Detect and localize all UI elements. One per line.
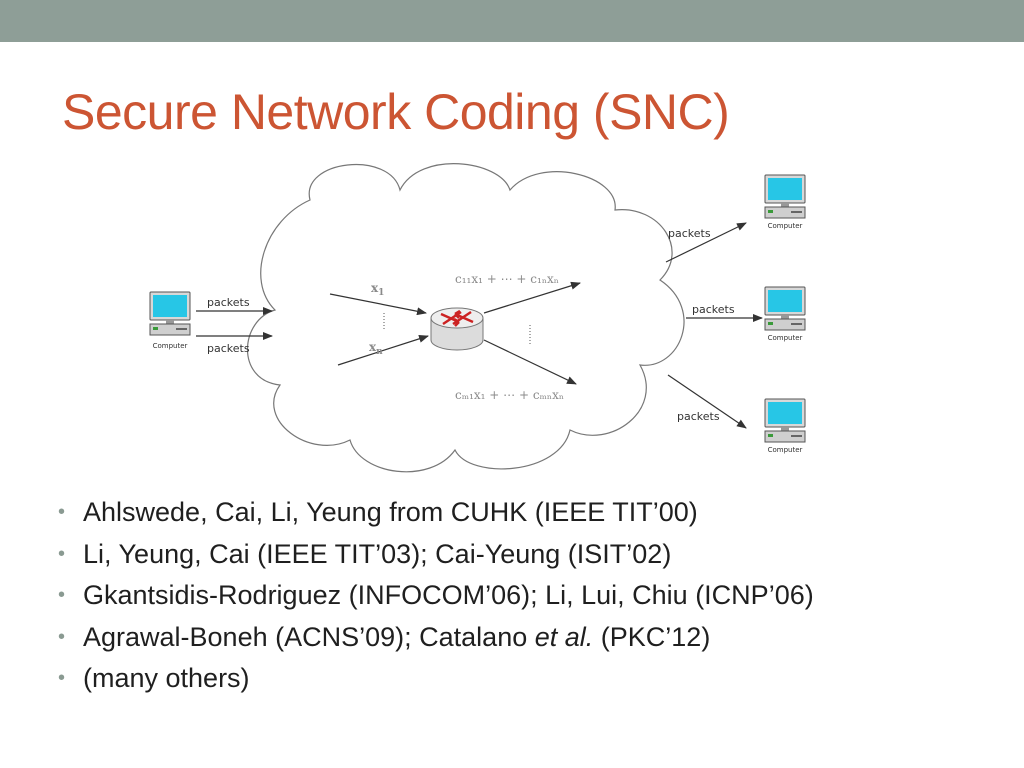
source-computer-label: Computer (153, 342, 188, 350)
source-computer: Computer (149, 291, 191, 350)
coded-arrow-bottom (483, 339, 577, 385)
reference-text-pre: Agrawal-Boneh (ACNS’09); Catalano (83, 621, 535, 652)
packets-label-right-top: packets (668, 227, 711, 240)
reference-text-italic: et al. (534, 621, 594, 652)
reference-item: • (many others) (58, 658, 814, 700)
bullet-marker: • (58, 625, 66, 648)
bullet-marker: • (58, 542, 66, 565)
reference-item: • Agrawal-Boneh (ACNS’09); Catalano et a… (58, 617, 814, 659)
receiver-computer-bottom-label: Computer (768, 446, 803, 454)
output-label-top: c₁₁x₁ + ⋯ + c₁ₙxₙ (455, 272, 559, 286)
output-label-bottom: cₘ₁x₁ + ⋯ + cₘₙxₙ (455, 388, 564, 402)
bullet-marker: • (58, 667, 66, 689)
x1-arrow (329, 293, 427, 316)
reference-text: Gkantsidis-Rodriguez (INFOCOM’06); Li, L… (83, 580, 814, 610)
reference-text: Li, Yeung, Cai (IEEE TIT’03); Cai-Yeung … (83, 538, 672, 569)
reference-item: • Ahlswede, Cai, Li, Yeung from CUHK (IE… (58, 492, 814, 534)
output-arrow-top (665, 222, 747, 263)
reference-text: (many others) (83, 663, 250, 693)
coded-arrow-top (483, 281, 581, 314)
router-icon (430, 307, 484, 351)
xn-arrow (337, 334, 429, 366)
reference-item: • Li, Yeung, Cai (IEEE TIT’03); Cai-Yeun… (58, 534, 814, 576)
input-label-xn: x (369, 340, 377, 354)
packets-label-right-bottom: packets (677, 410, 720, 423)
packets-label-left-top: packets (207, 296, 250, 309)
network-coding-diagram: Computer packets packets x1 xn c₁₁x₁ + ⋯… (149, 163, 806, 473)
input-subscript-1: 1 (378, 288, 384, 298)
packets-label-left-bottom: packets (207, 342, 250, 355)
input-label-x1: x (371, 281, 379, 295)
bullet-marker: • (58, 501, 66, 523)
svg-text:xn: xn (369, 340, 383, 357)
receiver-computer-bottom: Computer (764, 398, 806, 454)
svg-text:x1: x1 (371, 281, 384, 298)
receiver-computer-middle: Computer (764, 286, 806, 342)
reference-text-post: (PKC’12) (593, 621, 711, 652)
receiver-computer-top: Computer (764, 174, 806, 230)
packets-label-right-middle: packets (692, 303, 735, 316)
slide-title: Secure Network Coding (SNC) (62, 84, 730, 140)
reference-list: • Ahlswede, Cai, Li, Yeung from CUHK (IE… (58, 492, 814, 700)
receiver-computer-top-label: Computer (768, 222, 803, 230)
input-subscript-n: n (376, 347, 383, 357)
receiver-computer-middle-label: Computer (768, 334, 803, 342)
reference-item: • Gkantsidis-Rodriguez (INFOCOM’06); Li,… (58, 575, 814, 617)
reference-text: Ahlswede, Cai, Li, Yeung from CUHK (IEEE… (83, 497, 698, 527)
bullet-marker: • (58, 584, 66, 606)
output-arrow-bottom (667, 374, 747, 429)
top-bar (0, 0, 1024, 42)
